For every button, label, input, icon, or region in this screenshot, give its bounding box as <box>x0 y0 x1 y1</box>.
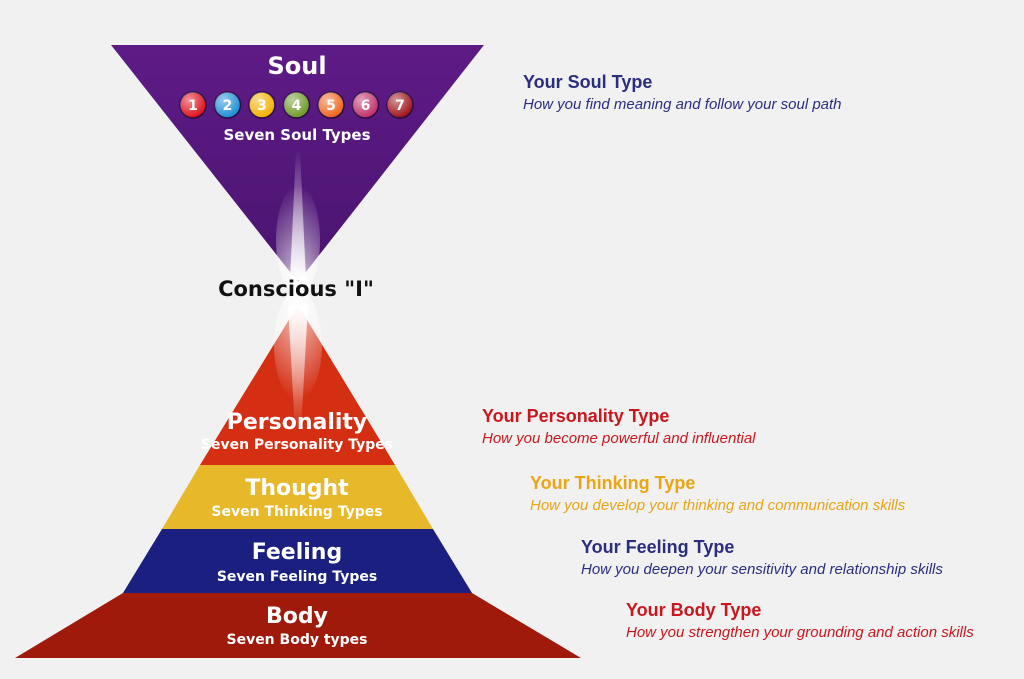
feeling-layer <box>123 529 472 593</box>
feeling-type-heading: Your Feeling Type <box>581 537 734 557</box>
thought-title: Thought <box>245 476 349 501</box>
soul-type-heading: Your Soul Type <box>523 72 652 92</box>
soul-title: Soul <box>267 52 326 80</box>
soul-type-number: 1 <box>188 98 198 114</box>
body-layer <box>15 593 581 658</box>
soul-type-number: 5 <box>326 98 336 114</box>
soul-type-2-badge: 2 <box>213 91 242 119</box>
feeling-subtitle: Seven Feeling Types <box>217 569 377 585</box>
soul-type-3-badge: 3 <box>248 91 276 119</box>
feeling-type-description: How you deepen your sensitivity and rela… <box>581 561 943 578</box>
soul-type-ball-shine <box>318 92 344 118</box>
soul-type-4-badge: 4 <box>282 91 311 119</box>
soul-type-ball-shine <box>180 92 206 118</box>
body-subtitle: Seven Body types <box>226 632 367 648</box>
light-glow-lower <box>274 290 322 400</box>
soul-type-number: 2 <box>223 98 233 114</box>
soul-type-ball-shine <box>214 92 241 118</box>
soul-type-6-badge: 6 <box>351 91 380 119</box>
soul-type-7-badge: 7 <box>386 91 414 119</box>
feeling-title: Feeling <box>252 540 342 565</box>
thinking-type-description: How you develop your thinking and commun… <box>530 497 906 514</box>
soul-type-number: 4 <box>292 98 302 114</box>
light-glow-upper <box>276 185 320 295</box>
body-type-heading: Your Body Type <box>626 600 761 620</box>
personality-title: Personality <box>227 410 368 435</box>
thought-subtitle: Seven Thinking Types <box>211 504 382 520</box>
soul-type-number: 3 <box>257 98 267 114</box>
soul-type-ball-shine <box>283 92 310 118</box>
soul-type-5-badge: 5 <box>317 91 345 119</box>
soul-type-number: 6 <box>361 98 371 114</box>
soul-type-number: 7 <box>395 98 405 114</box>
soul-subtitle: Seven Soul Types <box>223 126 370 144</box>
soul-type-ball-shine <box>249 92 275 118</box>
thinking-type-heading: Your Thinking Type <box>530 473 695 493</box>
thought-layer <box>162 465 433 529</box>
body-type-description: How you strengthen your grounding and ac… <box>626 624 974 641</box>
soul-type-description: How you find meaning and follow your sou… <box>523 96 842 113</box>
body-title: Body <box>266 604 328 629</box>
personality-type-heading: Your Personality Type <box>482 406 669 426</box>
conscious-i-label: Conscious "I" <box>218 277 374 301</box>
soul-type-numbers: 1 2 3 4 5 6 7 <box>179 91 414 119</box>
personality-subtitle: Seven Personality Types <box>201 437 393 453</box>
soul-type-ball-shine <box>387 92 413 118</box>
personality-type-description: How you become powerful and influential <box>482 430 756 447</box>
soul-type-1-badge: 1 <box>179 91 207 119</box>
soul-type-ball-shine <box>352 92 379 118</box>
